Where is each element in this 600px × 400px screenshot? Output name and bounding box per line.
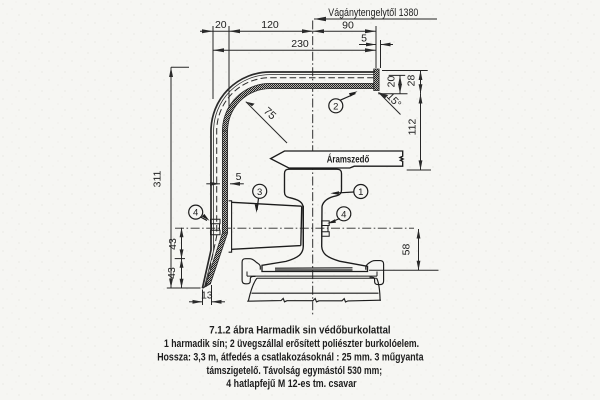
svg-text:112: 112	[407, 118, 419, 135]
svg-text:20: 20	[215, 19, 227, 31]
svg-text:20: 20	[386, 76, 398, 88]
svg-text:43: 43	[166, 267, 178, 279]
svg-text:5: 5	[236, 171, 242, 183]
svg-text:58: 58	[401, 244, 413, 256]
svg-text:90: 90	[342, 20, 354, 32]
svg-text:4: 4	[341, 209, 346, 220]
svg-text:311: 311	[152, 170, 164, 187]
svg-text:4: 4	[193, 208, 198, 219]
svg-text:13: 13	[201, 290, 213, 302]
svg-text:5: 5	[361, 33, 367, 45]
svg-text:támszigetelő. Távolság egymást: támszigetelő. Távolság egymástól 530 mm;	[207, 365, 383, 377]
svg-text:1: 1	[358, 187, 363, 198]
svg-text:2: 2	[333, 101, 338, 112]
svg-text:4 hatlapfejű M 12-es tm. csava: 4 hatlapfejű M 12-es tm. csavar	[226, 378, 357, 390]
svg-text:7.1.2 ábra Harmadik sin védőbu: 7.1.2 ábra Harmadik sin védőburkolattal	[209, 325, 390, 337]
svg-text:Hossza: 3,3 m, átfedés a csatl: Hossza: 3,3 m, átfedés a csatlakozásokná…	[157, 352, 424, 364]
svg-text:Vágánytengelytől 1380: Vágánytengelytől 1380	[328, 7, 418, 19]
svg-text:Áramszedő: Áramszedő	[327, 152, 370, 165]
svg-text:28: 28	[406, 75, 418, 87]
svg-text:120: 120	[261, 19, 279, 31]
svg-text:43: 43	[167, 238, 179, 250]
svg-text:230: 230	[291, 38, 309, 50]
svg-text:3: 3	[257, 187, 262, 198]
svg-text:1 harmadik sín; 2 üvegszállal: 1 harmadik sín; 2 üvegszállal erősített …	[164, 338, 419, 350]
